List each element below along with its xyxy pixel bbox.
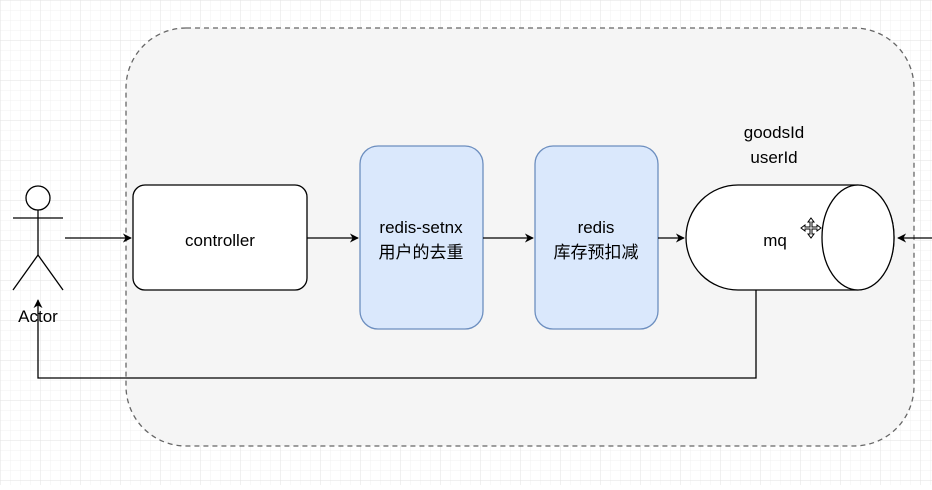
- redis-stock-node[interactable]: [534, 145, 659, 330]
- mq-note-line1: goodsId: [744, 123, 805, 142]
- controller-label: controller: [185, 231, 255, 250]
- mq-node[interactable]: [685, 184, 895, 291]
- feedback-connector[interactable]: [33, 290, 757, 379]
- redis-stock-label-line2: 库存预扣减: [554, 243, 639, 262]
- actor-left-leg: [12, 254, 39, 291]
- mq-cylinder-cap: [821, 184, 895, 291]
- redis-setnx-label-line1: redis-setnx: [379, 218, 463, 237]
- mq-label: mq: [763, 231, 787, 250]
- move-cursor-icon: [800, 217, 822, 239]
- actor[interactable]: [12, 185, 64, 291]
- actor-head: [25, 185, 51, 211]
- actor-right-leg: [37, 254, 64, 291]
- actor-label: Actor: [18, 307, 58, 326]
- redis-stock-label-line1: redis: [578, 218, 615, 237]
- redis-setnx-label-line2: 用户的去重: [379, 243, 464, 262]
- redis-setnx-node[interactable]: [359, 145, 484, 330]
- mq-note-line2: userId: [750, 148, 797, 167]
